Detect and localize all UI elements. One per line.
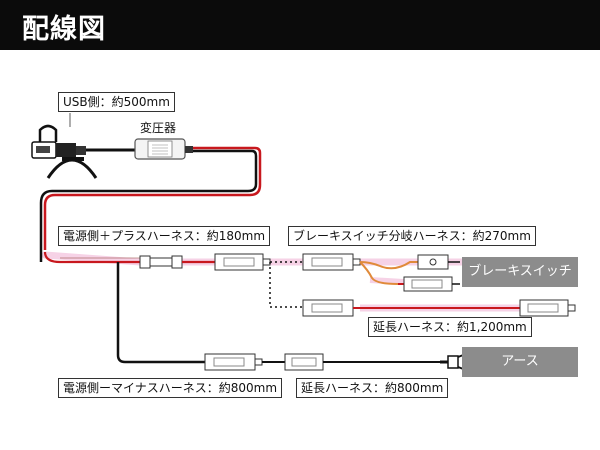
transformer-icon [134,138,193,160]
brake-branch-connector-icon [302,253,361,271]
brake-branch-harness-label: ブレーキスイッチ分岐ハーネス：約270mm [288,226,536,246]
brake-connector-lower-icon [403,276,453,292]
black-wire-from-transformer [39,149,258,252]
transformer-label: 変圧器 [140,121,177,135]
red-wire-from-transformer [43,146,262,250]
header-bar: 配線図 [0,0,600,50]
brake-branch-wire-a [359,261,418,270]
power-plus-harness-label: 電源側＋プラスハーネス：約180mm [58,226,271,246]
inline-connector-icon [139,255,183,269]
ext-1200-connector-left-icon [302,299,354,317]
minus-connector-icon [204,353,263,371]
usb-socket-icon [31,124,110,179]
power-minus-wire [39,252,205,364]
brake-connector-upper-icon [417,254,449,270]
ext-1200-connector-right-icon [519,299,576,317]
dotted-link-lower [269,262,303,308]
plus-connector-icon [214,253,271,271]
ext-800-harness-label: 延長ハーネス：約800mm [296,378,449,398]
ext-800-connector-icon [284,353,324,371]
brake-branch-wire-b [359,261,399,285]
power-plus-wire [43,251,140,264]
page-title: 配線図 [22,14,106,45]
power-minus-harness-label: 電源側ーマイナスハーネス：約800mm [58,378,283,398]
ext-1200-harness-label: 延長ハーネス：約1,200mm [368,317,532,337]
usb-side-label: USB側：約500mm [58,92,175,112]
ground-tag: アース [462,347,578,377]
brake-switch-tag: ブレーキスイッチ [462,257,578,287]
